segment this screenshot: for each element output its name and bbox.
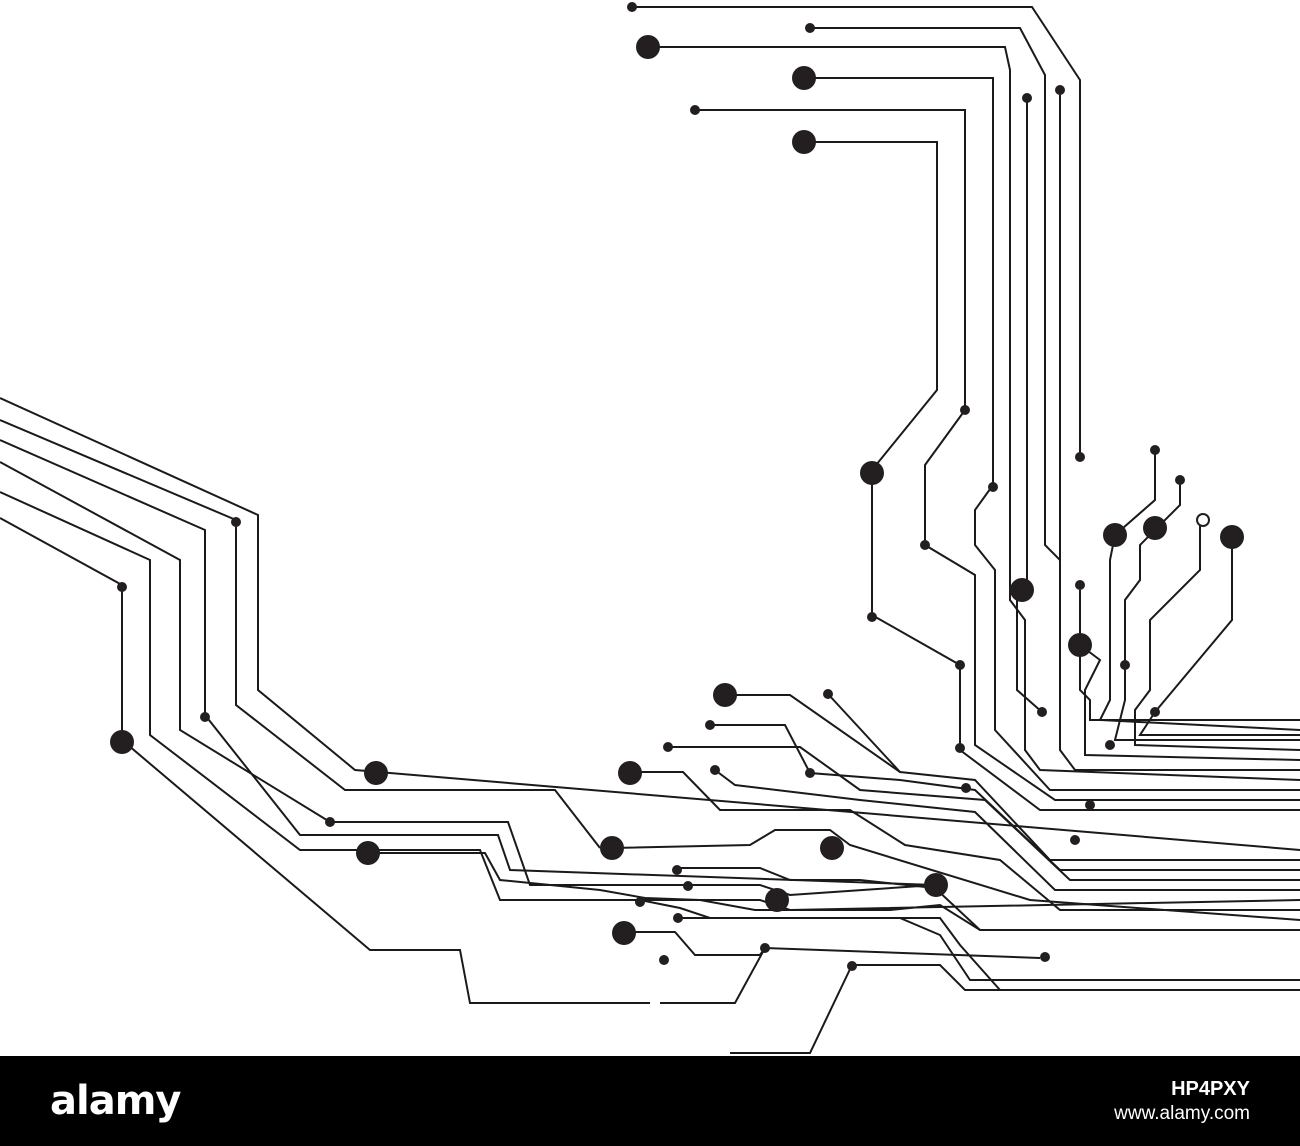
circuit-trace — [0, 397, 1300, 851]
circuit-node — [635, 897, 645, 907]
circuit-node — [713, 683, 737, 707]
circuit-node — [920, 540, 930, 550]
circuit-trace — [1016, 98, 1043, 713]
watermark-info: HP4PXY www.alamy.com — [1114, 1077, 1250, 1126]
site-url: www.alamy.com — [1114, 1102, 1250, 1124]
circuit-node — [1150, 445, 1160, 455]
circuit-node — [867, 612, 877, 622]
circuit-trace — [611, 829, 1300, 921]
circuit-trace — [725, 694, 1300, 861]
circuit-node — [618, 761, 642, 785]
circuit-node — [690, 105, 700, 115]
circuit-node — [805, 768, 815, 778]
circuit-node — [1105, 740, 1115, 750]
image-id: HP4PXY — [1171, 1077, 1250, 1100]
circuit-node — [659, 955, 669, 965]
circuit-node — [200, 712, 210, 722]
circuit-node — [765, 888, 789, 912]
circuit-trace — [730, 964, 853, 1054]
alamy-logo: alamy — [50, 1078, 181, 1124]
circuit-node — [988, 482, 998, 492]
circuit-trace — [0, 419, 601, 849]
circuit-node — [805, 23, 815, 33]
circuit-trace — [804, 77, 1300, 791]
circuit-node — [110, 730, 134, 754]
circuit-node — [1040, 952, 1050, 962]
circuit-node — [1075, 580, 1085, 590]
circuit-node — [1175, 475, 1185, 485]
circuit-node — [117, 582, 127, 592]
circuit-trace — [852, 964, 1300, 991]
circuit-node — [1022, 93, 1032, 103]
circuit-trace — [0, 439, 936, 886]
circuit-node — [955, 743, 965, 753]
circuit-node — [600, 836, 624, 860]
circuit-node — [1220, 525, 1244, 549]
circuit-node — [792, 130, 816, 154]
circuit-trace — [1134, 520, 1300, 751]
circuit-trace — [1098, 450, 1300, 731]
circuit-node — [1070, 835, 1080, 845]
watermark-bar: alamy HP4PXY www.alamy.com — [0, 1056, 1300, 1146]
circuit-trace — [1138, 711, 1300, 736]
circuit-trace — [827, 693, 901, 773]
circuit-node — [960, 405, 970, 415]
circuit-node — [1143, 516, 1167, 540]
circuit-trace — [1113, 480, 1300, 741]
circuit-node — [356, 841, 380, 865]
circuit-node — [231, 517, 241, 527]
circuit-node — [673, 913, 683, 923]
circuit-node — [672, 865, 682, 875]
circuit-artwork — [0, 0, 1300, 1056]
circuit-node — [820, 836, 844, 860]
circuit-node-hollow — [1196, 513, 1210, 527]
circuit-trace — [1079, 590, 1300, 721]
circuit-trace — [695, 109, 1300, 801]
circuit-node — [1120, 660, 1130, 670]
circuit-node — [1075, 452, 1085, 462]
circuit-node — [955, 660, 965, 670]
circuit-trace — [0, 517, 650, 1004]
circuit-node — [710, 765, 720, 775]
circuit-node — [1068, 633, 1092, 657]
circuit-node — [792, 66, 816, 90]
circuit-trace — [810, 27, 1300, 771]
circuit-node — [364, 761, 388, 785]
circuit-trace — [632, 6, 1081, 455]
circuit-node — [1103, 523, 1127, 547]
circuit-node — [1037, 707, 1047, 717]
circuit-trace — [1154, 537, 1233, 713]
circuit-traces-icon — [0, 2, 1300, 1054]
circuit-node — [663, 742, 673, 752]
circuit-node — [1010, 578, 1034, 602]
circuit-trace — [1079, 644, 1300, 761]
circuit-trace — [660, 946, 1041, 1004]
circuit-node — [627, 2, 637, 12]
circuit-trace — [623, 931, 766, 956]
circuit-node — [823, 689, 833, 699]
circuit-node — [1055, 85, 1065, 95]
circuit-node — [612, 921, 636, 945]
circuit-node — [705, 720, 715, 730]
circuit-node — [924, 873, 948, 897]
circuit-node — [847, 961, 857, 971]
circuit-trace — [714, 769, 1300, 891]
circuit-node — [760, 943, 770, 953]
circuit-trace — [668, 746, 1300, 881]
circuit-node — [961, 783, 971, 793]
circuit-node — [860, 461, 884, 485]
circuit-node — [1085, 800, 1095, 810]
circuit-trace — [368, 852, 1300, 931]
circuit-node — [636, 35, 660, 59]
circuit-node — [325, 817, 335, 827]
circuit-node — [1150, 707, 1160, 717]
circuit-node — [683, 881, 693, 891]
